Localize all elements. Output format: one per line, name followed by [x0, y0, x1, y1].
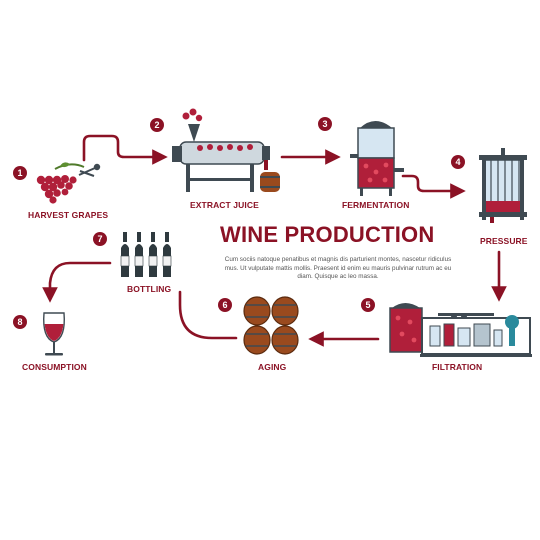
- step-1-badge: 1: [13, 166, 27, 180]
- arrow-3-to-4: [401, 174, 466, 199]
- step-1-label: HARVEST GRAPES: [28, 210, 109, 220]
- crusher-icon: [172, 108, 280, 192]
- shears-icon: [78, 163, 101, 177]
- bottles-icon: [120, 232, 172, 277]
- filtration-machine-icon: [389, 303, 532, 357]
- flow-arrows: [42, 134, 507, 347]
- barrels-icon: [243, 296, 299, 355]
- diagram-description: Cum sociis natoque penatibus et magnis d…: [224, 256, 452, 281]
- grapes-icon: [36, 162, 101, 204]
- step-2-badge: 2: [150, 118, 164, 132]
- arrow-6-to-7: [178, 290, 238, 340]
- step-7-label: BOTTLING: [127, 284, 172, 294]
- step-6-badge: 6: [218, 298, 232, 312]
- step-5-badge: 5: [361, 298, 375, 312]
- step-4-label: PRESSURE: [480, 236, 528, 246]
- step-8-label: CONSUMPTION: [22, 362, 87, 372]
- arrow-7-to-8: [42, 261, 112, 303]
- step-2-label: EXTRACT JUICE: [190, 200, 259, 210]
- wine-press-icon: [479, 148, 527, 223]
- fermentation-tank-icon: [350, 121, 404, 196]
- step-3-badge: 3: [318, 117, 332, 131]
- step-8-badge: 8: [13, 315, 27, 329]
- step-4-badge: 4: [451, 155, 465, 169]
- step-3-label: FERMENTATION: [342, 200, 410, 210]
- step-7-badge: 7: [93, 232, 107, 246]
- diagram-title: WINE PRODUCTION: [220, 222, 435, 247]
- wine-glass-icon: [43, 312, 65, 356]
- step-6-label: AGING: [258, 362, 287, 372]
- step-5-label: FILTRATION: [432, 362, 483, 372]
- arrow-1-to-2: [82, 134, 168, 165]
